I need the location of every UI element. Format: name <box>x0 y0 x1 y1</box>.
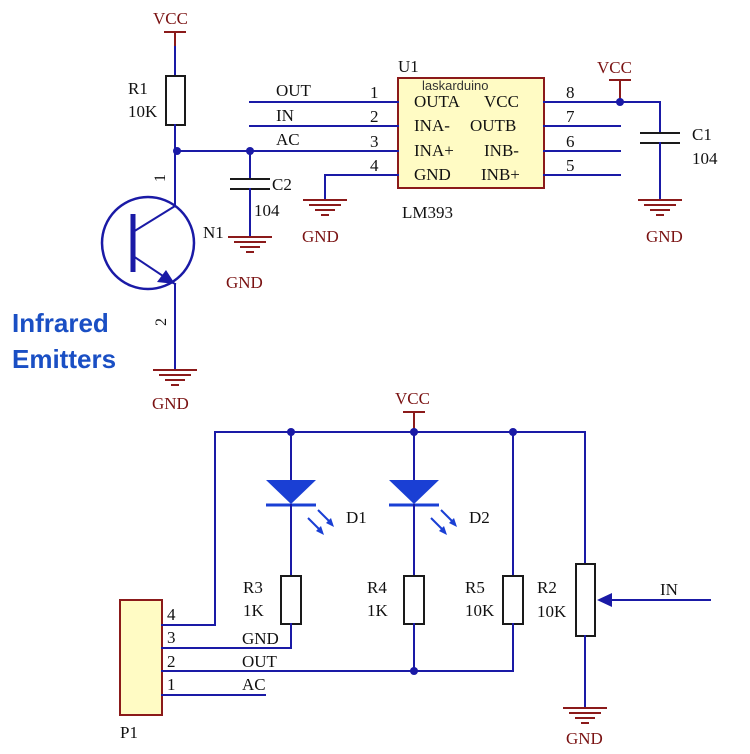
svg-text:6: 6 <box>566 132 575 151</box>
svg-text:GND: GND <box>242 629 279 648</box>
svg-text:104: 104 <box>692 149 718 168</box>
resistor-r5: R5 10K <box>465 575 524 625</box>
caption-line-1: Infrared <box>12 308 109 338</box>
svg-text:C1: C1 <box>692 125 712 144</box>
gnd-symbol-r2: GND <box>563 707 607 748</box>
svg-text:104: 104 <box>254 201 280 220</box>
junction-dot <box>410 667 418 675</box>
transistor-n1: N1 1 2 <box>100 150 224 326</box>
svg-text:R4: R4 <box>367 578 387 597</box>
svg-text:IN: IN <box>660 580 678 599</box>
junction-dot <box>616 98 624 106</box>
potentiometer-r2: R2 10K IN <box>537 563 711 637</box>
ic-u1-body <box>397 77 545 189</box>
svg-text:GND: GND <box>646 227 683 246</box>
svg-text:C2: C2 <box>272 175 292 194</box>
svg-text:VCC: VCC <box>484 92 519 111</box>
svg-text:8: 8 <box>566 83 575 102</box>
svg-text:R5: R5 <box>465 578 485 597</box>
vcc-symbol-u1: VCC <box>597 58 632 102</box>
caption-line-2: Emitters <box>12 344 116 374</box>
vcc-symbol-bus: VCC <box>395 389 430 432</box>
svg-text:1: 1 <box>167 675 176 694</box>
vcc-symbol-r1: VCC <box>153 9 188 47</box>
resistor-r3: R3 1K <box>243 575 302 625</box>
gnd-symbol-u1: GND <box>302 199 347 246</box>
svg-text:1: 1 <box>152 174 169 182</box>
svg-text:10K: 10K <box>128 102 158 121</box>
svg-text:GND: GND <box>302 227 339 246</box>
resistor-r4: R4 1K <box>367 575 425 625</box>
svg-text:GND: GND <box>152 394 189 413</box>
svg-text:N1: N1 <box>203 223 224 242</box>
svg-text:2: 2 <box>153 318 170 326</box>
svg-text:AC: AC <box>276 130 300 149</box>
svg-text:OUT: OUT <box>276 81 312 100</box>
gnd-symbol-n1: GND <box>152 369 197 413</box>
svg-text:D2: D2 <box>469 508 490 527</box>
svg-text:2: 2 <box>370 107 379 126</box>
svg-text:VCC: VCC <box>153 9 188 28</box>
svg-text:GND: GND <box>414 165 451 184</box>
svg-text:IN: IN <box>276 106 294 125</box>
svg-text:AC: AC <box>242 675 266 694</box>
svg-text:OUT: OUT <box>242 652 278 671</box>
svg-text:R2: R2 <box>537 578 557 597</box>
svg-text:4: 4 <box>370 156 379 175</box>
svg-text:1K: 1K <box>367 601 389 620</box>
capacitor-c2: C2 104 <box>230 150 292 238</box>
svg-text:OUTA: OUTA <box>414 92 461 111</box>
ic-u1: U1 laskarduino 1 2 3 4 OUT IN AC OUTA IN… <box>249 57 661 222</box>
svg-text:INA+: INA+ <box>414 141 454 160</box>
resistor-r1: R1 10K <box>128 75 186 126</box>
svg-text:3: 3 <box>370 132 379 151</box>
svg-text:INA-: INA- <box>414 116 450 135</box>
svg-text:VCC: VCC <box>395 389 430 408</box>
watermark: laskarduino <box>422 78 489 93</box>
svg-text:INB-: INB- <box>484 141 519 160</box>
svg-text:2: 2 <box>167 652 176 671</box>
svg-text:5: 5 <box>566 156 575 175</box>
led-d1: D1 <box>266 431 367 577</box>
gnd-symbol-c1: GND <box>638 199 683 246</box>
svg-text:10K: 10K <box>465 601 495 620</box>
svg-text:VCC: VCC <box>597 58 632 77</box>
svg-text:OUTB: OUTB <box>470 116 516 135</box>
svg-text:GND: GND <box>566 729 603 748</box>
svg-text:10K: 10K <box>537 602 567 621</box>
svg-text:LM393: LM393 <box>402 203 453 222</box>
svg-text:GND: GND <box>226 273 263 292</box>
svg-text:1: 1 <box>370 83 379 102</box>
svg-text:P1: P1 <box>120 723 138 742</box>
svg-text:3: 3 <box>167 628 176 647</box>
svg-text:INB+: INB+ <box>481 165 520 184</box>
svg-text:R3: R3 <box>243 578 263 597</box>
capacitor-c1: C1 104 <box>640 101 718 201</box>
svg-text:D1: D1 <box>346 508 367 527</box>
led-d2: D2 <box>389 431 490 577</box>
svg-text:R1: R1 <box>128 79 148 98</box>
svg-text:U1: U1 <box>398 57 419 76</box>
gnd-symbol-c2: GND <box>226 236 272 292</box>
svg-text:7: 7 <box>566 107 575 126</box>
svg-text:4: 4 <box>167 605 176 624</box>
svg-text:1K: 1K <box>243 601 265 620</box>
connector-p1: 4 3 2 1 GND OUT AC P1 <box>119 599 279 742</box>
